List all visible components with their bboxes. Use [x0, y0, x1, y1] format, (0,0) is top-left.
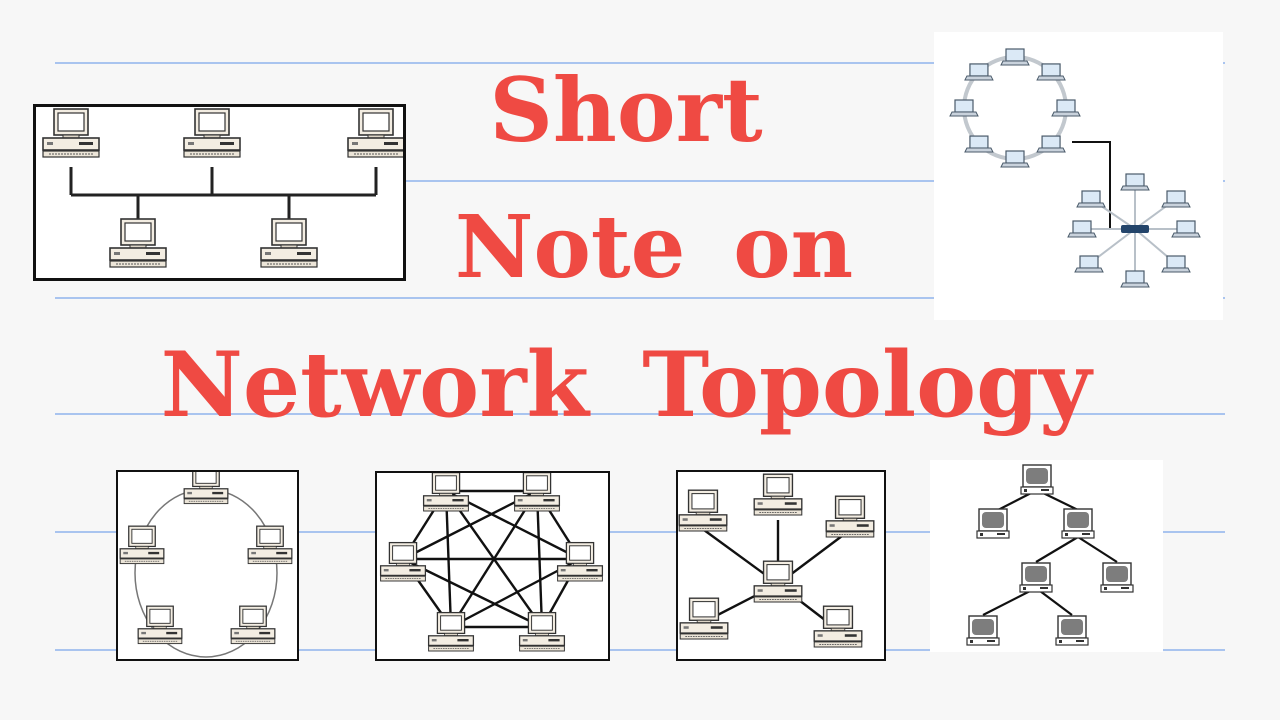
computer-icon [518, 611, 566, 652]
title-line-1: Short [489, 58, 763, 162]
mesh-topology-diagram [375, 471, 610, 661]
computer-icon [379, 541, 427, 582]
notebook-rule [55, 297, 1225, 299]
computer-icon [556, 541, 604, 582]
computer-icon [513, 473, 561, 512]
computer-icon [1055, 615, 1089, 646]
laptop-icon [1074, 255, 1104, 273]
laptop-icon [1120, 270, 1150, 288]
notebook-rule [55, 413, 1225, 415]
laptop-icon [1000, 150, 1030, 168]
computer-icon [966, 615, 1000, 646]
notebook-rule [55, 531, 1225, 533]
laptop-icon [1171, 220, 1201, 238]
laptop-icon [1051, 99, 1081, 117]
computer-icon [427, 611, 475, 652]
laptop-icon [1076, 190, 1106, 208]
laptop-icon [964, 63, 994, 81]
computer-icon [109, 218, 167, 268]
laptop-icon [1161, 255, 1191, 273]
computer-icon [137, 605, 183, 645]
computer-icon [813, 605, 863, 648]
computer-icon [230, 605, 276, 645]
computer-icon [422, 473, 470, 512]
star-topology-diagram [676, 470, 886, 661]
laptop-icon [964, 135, 994, 153]
computer-icon [1020, 464, 1054, 495]
computer-icon [247, 525, 293, 565]
computer-icon [679, 597, 729, 640]
laptop-icon [1000, 48, 1030, 66]
computer-icon [1061, 508, 1095, 539]
computer-icon [678, 489, 728, 532]
hub-computer-icon [753, 560, 803, 603]
laptop-icon [1067, 220, 1097, 238]
computer-icon [976, 508, 1010, 539]
computer-icon [260, 218, 318, 268]
hybrid-ring-star-diagram [934, 32, 1223, 320]
laptop-icon [1036, 135, 1066, 153]
computer-icon [825, 495, 875, 538]
notebook-rule [55, 649, 1225, 651]
computer-icon [42, 108, 100, 158]
computer-icon [1019, 562, 1053, 593]
computer-icon [1100, 562, 1134, 593]
notebook-rule [55, 180, 1225, 182]
title-line-3: Network Topology [160, 332, 1092, 438]
title-line-2: Note on [454, 197, 854, 298]
laptop-icon [1036, 63, 1066, 81]
ring-topology-diagram [116, 470, 299, 661]
laptop-icon [949, 99, 979, 117]
computer-icon [347, 108, 403, 158]
computer-icon [183, 472, 229, 505]
bus-topology-diagram [33, 104, 406, 281]
computer-icon [753, 473, 803, 516]
laptop-icon [1120, 173, 1150, 191]
notebook-rule [55, 62, 1225, 64]
computer-icon [119, 525, 165, 565]
switch-icon [1121, 225, 1149, 233]
tree-topology-diagram [930, 460, 1163, 652]
laptop-icon [1161, 190, 1191, 208]
computer-icon [183, 108, 241, 158]
